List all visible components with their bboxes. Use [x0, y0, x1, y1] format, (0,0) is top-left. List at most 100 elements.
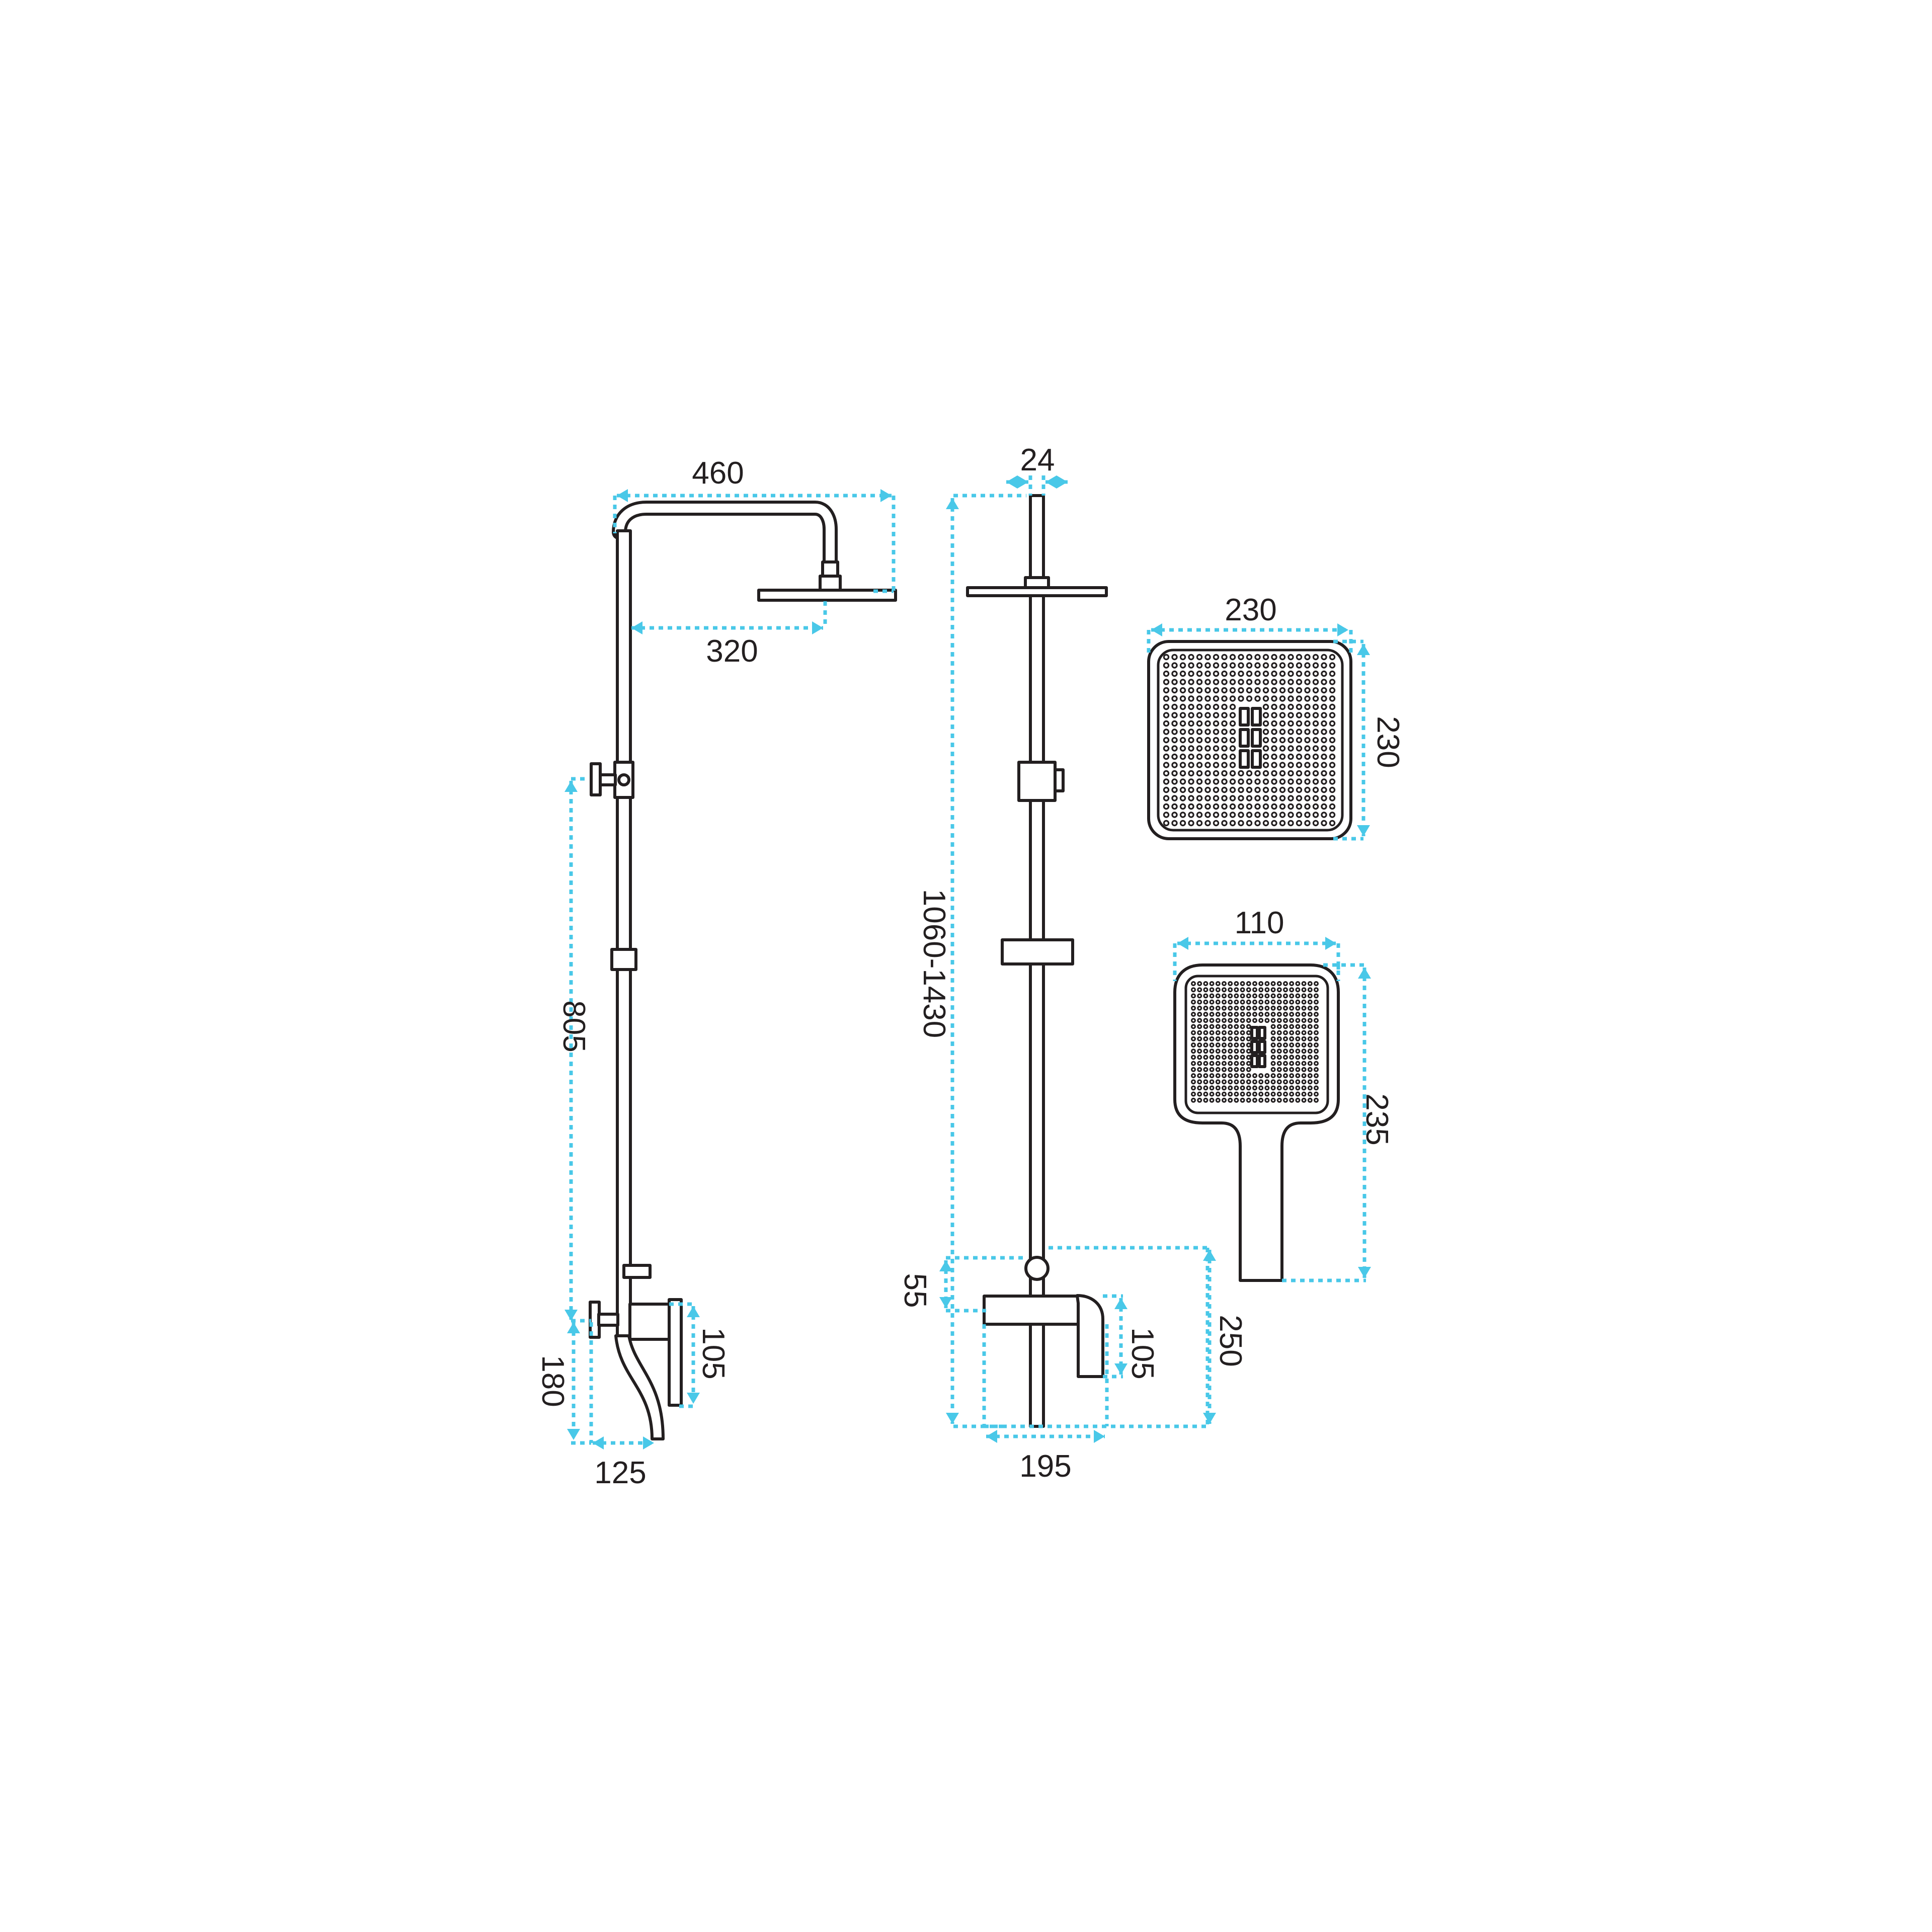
nozzle-dot [1304, 720, 1311, 727]
nozzle-dot [1204, 737, 1211, 744]
nozzle-dot [1304, 770, 1311, 777]
nozzle-dot [1264, 1091, 1270, 1097]
hand-shower-center-slots [1250, 1026, 1266, 1068]
nozzle-dot [1271, 687, 1277, 694]
nozzle-dot [1252, 987, 1258, 993]
nozzle-dot [1171, 812, 1178, 818]
nozzle-dot [1196, 803, 1203, 810]
dim-side-spout-projection: 125 [594, 1456, 646, 1490]
dimension-arrow [1325, 937, 1336, 950]
rain-head-inner [1157, 649, 1344, 832]
nozzle-dot [1209, 1061, 1215, 1066]
nozzle-dot [1312, 654, 1319, 661]
nozzle-dot [1203, 993, 1209, 999]
nozzle-dot [1296, 679, 1303, 685]
nozzle-dot [1283, 1042, 1289, 1048]
dimension-arrow [946, 498, 959, 509]
dimension-labels: 460 320 805 180 105 125 24 1060-1430 55 … [535, 443, 1405, 1490]
nozzle-dot [1197, 1073, 1202, 1079]
nozzle-dot [1209, 1097, 1215, 1103]
nozzle-dot [1222, 1030, 1227, 1035]
nozzle-dot [1289, 1011, 1295, 1017]
nozzle-dot [1213, 703, 1220, 710]
nozzle-dot [1307, 1024, 1313, 1029]
nozzle-dot [1229, 812, 1236, 818]
nozzle-dot [1314, 1097, 1319, 1103]
nozzle-dot [1196, 778, 1203, 785]
dimension-arrow [1337, 623, 1348, 636]
side-view [589, 501, 897, 1440]
nozzle-dot [1213, 654, 1220, 661]
nozzle-dot [1301, 1030, 1307, 1035]
nozzle-dot [1203, 1036, 1209, 1041]
nozzle-dot [1222, 1061, 1227, 1066]
nozzle-dot [1312, 687, 1319, 694]
nozzle-dot [1283, 1049, 1289, 1054]
side-slide-holder [610, 948, 637, 971]
nozzle-dot [1204, 803, 1211, 810]
nozzle-dot [1204, 712, 1211, 718]
nozzle-dot [1191, 999, 1196, 1005]
nozzle-dot [1197, 1091, 1202, 1097]
nozzle-dot [1329, 795, 1336, 801]
nozzle-dot [1252, 1011, 1258, 1017]
nozzle-dot [1228, 1049, 1233, 1054]
nozzle-dot [1188, 762, 1194, 768]
nozzle-dot [1289, 993, 1295, 999]
nozzle-dot [1295, 1018, 1301, 1023]
nozzle-dot [1276, 1018, 1282, 1023]
nozzle-dot [1329, 720, 1336, 727]
nozzle-dot [1279, 703, 1286, 710]
nozzle-dot [1234, 1067, 1239, 1072]
nozzle-dot [1283, 981, 1289, 986]
nozzle-dot [1279, 695, 1286, 702]
nozzle-dot [1171, 687, 1178, 694]
nozzle-dot [1295, 993, 1301, 999]
nozzle-dot [1296, 778, 1303, 785]
nozzle-dot [1276, 1073, 1282, 1079]
nozzle-dot [1289, 1079, 1295, 1085]
hand-shower-nozzle-grid [1191, 981, 1319, 1103]
nozzle-dot [1221, 812, 1228, 818]
nozzle-dot [1312, 720, 1319, 727]
nozzle-dot [1279, 737, 1286, 744]
nozzle-dot [1279, 687, 1286, 694]
nozzle-dot [1238, 786, 1244, 793]
nozzle-dot [1234, 1036, 1239, 1041]
nozzle-dot [1252, 1079, 1258, 1085]
nozzle-dot [1270, 981, 1276, 986]
nozzle-dot [1234, 1061, 1239, 1066]
nozzle-dot [1171, 762, 1178, 768]
nozzle-dot [1329, 670, 1336, 677]
nozzle-dot [1196, 795, 1203, 801]
nozzle-dot [1179, 745, 1186, 752]
dim-side-arm-reach: 320 [706, 634, 758, 669]
nozzle-dot [1258, 1005, 1264, 1011]
nozzle-dot [1283, 999, 1289, 1005]
nozzle-dot [1271, 778, 1277, 785]
nozzle-dot [1307, 1011, 1313, 1017]
nozzle-dot [1304, 695, 1311, 702]
nozzle-dot [1246, 786, 1253, 793]
nozzle-dot [1301, 1085, 1307, 1091]
nozzle-dot [1196, 762, 1203, 768]
nozzle-dot [1246, 1097, 1251, 1103]
nozzle-dot [1246, 1061, 1251, 1066]
nozzle-dot [1213, 803, 1220, 810]
nozzle-dot [1179, 670, 1186, 677]
nozzle-dot [1215, 1049, 1221, 1054]
nozzle-dot [1279, 745, 1286, 752]
nozzle-dot [1301, 987, 1307, 993]
nozzle-dot [1270, 1024, 1276, 1029]
nozzle-dot [1171, 820, 1178, 827]
nozzle-dot [1196, 820, 1203, 827]
nozzle-dot [1179, 729, 1186, 735]
nozzle-dot [1246, 795, 1253, 801]
square-shower-head-icon [1147, 640, 1352, 840]
nozzle-dot [1222, 1024, 1227, 1029]
nozzle-dot [1271, 762, 1277, 768]
nozzle-dot [1307, 1005, 1313, 1011]
nozzle-dot [1171, 654, 1178, 661]
nozzle-dot [1262, 812, 1269, 818]
nozzle-dot [1264, 1005, 1270, 1011]
